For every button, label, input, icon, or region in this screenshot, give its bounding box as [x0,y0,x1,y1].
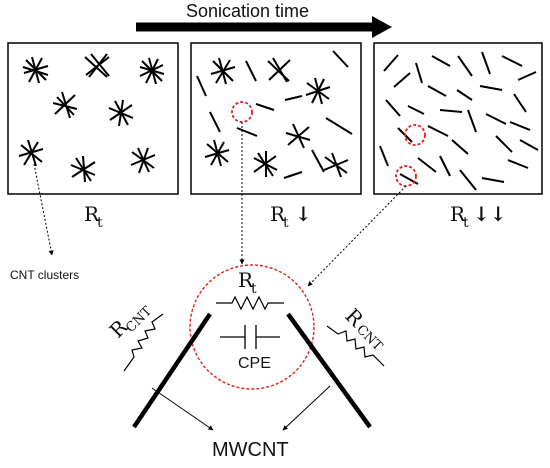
svg-text:t: t [283,215,289,231]
panel-fully-dispersed [373,42,543,195]
cnt-resistor-right-symbol [326,325,385,367]
leader-clusters [33,163,54,256]
junction-resistor-symbol [216,295,284,311]
dispersed-nanotubes [379,51,539,191]
cnt-cluster [130,147,156,174]
cnt-cluster [52,91,78,119]
cnt-clusters-label: CNT clusters [10,268,79,282]
leader-lines [33,122,407,287]
svg-text:R: R [84,202,100,226]
cnt-cluster [305,77,331,105]
cnt-resistor-left-symbol [123,313,164,372]
cnt-cluster [108,99,134,127]
cnt-cluster [253,151,278,177]
svg-text:R: R [270,202,286,226]
junction-highlight [395,165,417,187]
cnt-cluster [210,57,236,85]
header-title: Sonication time [186,1,309,21]
cnt-cluster [18,139,44,167]
nanotube-left [132,312,212,429]
cnt-cluster [70,155,96,183]
svg-text:t: t [97,215,103,231]
arrow-right-to-mwcnt [282,385,331,431]
resistance-down-arrow: ↓ [295,202,312,226]
cpe-capacitor-symbol [220,325,280,349]
panel-clustered [7,42,179,195]
dispersed-nanotubes [196,50,353,179]
junction-detail: R t CPE R CNT R CNT MWCNT [105,264,385,461]
nanotube-right [286,312,372,429]
junction-highlight [231,101,253,123]
cnt-cluster [139,57,165,85]
cnt-cluster [22,56,49,84]
arrow-left-to-mwcnt [151,387,214,431]
cnt-resistance-right-sub: CNT [353,322,385,354]
junction-resistance-label: R [238,268,254,292]
junction-highlight [404,124,426,146]
cpe-label: CPE [238,355,271,372]
junction-resistance-sub: t [251,281,257,297]
svg-text:t: t [463,215,469,231]
panel-label-2: R t ↓ [270,202,312,231]
cnt-cluster [204,139,230,167]
sonication-arrow [136,16,392,38]
svg-text:R: R [450,202,466,226]
panel-partially-dispersed [190,42,362,195]
leader-panel3-junction [307,185,407,287]
cnt-cluster [323,152,349,178]
resistance-down-arrows: ↓↓ [473,202,507,226]
mwcnt-label: MWCNT [212,439,289,461]
cnt-cluster [285,123,311,149]
cnt-cluster [84,53,110,78]
cnt-cluster [267,57,291,83]
panel-label-1: R t [84,202,103,231]
panel-label-3: R t ↓↓ [450,202,507,231]
cnt-resistance-left-sub: CNT [123,304,155,336]
